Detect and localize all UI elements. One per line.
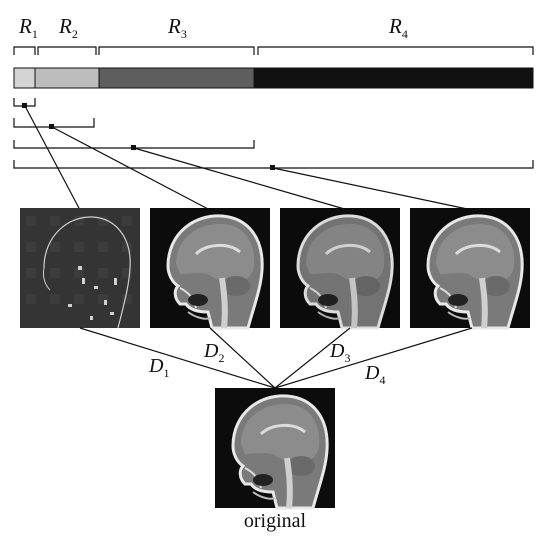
decomposed-images bbox=[20, 208, 530, 328]
distance-label-3: D3 bbox=[329, 340, 350, 365]
original-caption: original bbox=[243, 510, 307, 532]
distance-lines bbox=[79, 327, 473, 389]
distance-label-2: D2 bbox=[203, 340, 224, 365]
distance-label-4: D4 bbox=[364, 362, 385, 387]
cumulative-brackets bbox=[13, 98, 534, 169]
mri-range-3-icon bbox=[280, 208, 400, 328]
mri-range-4-icon bbox=[410, 208, 530, 328]
connector-dot-3 bbox=[131, 145, 136, 150]
original-mri-icon bbox=[215, 388, 335, 508]
distance-label-1: D1 bbox=[148, 355, 169, 380]
bracket-connectors bbox=[22, 103, 473, 211]
distance-labels: D1 D2 D3 D4 bbox=[148, 340, 385, 387]
range-label-4: R4 bbox=[388, 14, 408, 41]
range-labels: R1 R2 R3 R4 bbox=[18, 14, 408, 41]
connector-dot-2 bbox=[49, 124, 54, 129]
bar-segment-3 bbox=[98, 67, 255, 89]
top-range-brackets bbox=[13, 46, 534, 55]
range-label-1: R1 bbox=[18, 14, 38, 41]
connector-dot-1 bbox=[22, 103, 27, 108]
bar-segment-2 bbox=[34, 67, 100, 89]
intensity-range-bar bbox=[13, 67, 534, 89]
mri-range-1-sparse-icon bbox=[20, 208, 140, 329]
bar-segment-4 bbox=[253, 67, 534, 89]
range-label-2: R2 bbox=[58, 14, 78, 41]
range-label-3: R3 bbox=[167, 14, 187, 41]
bar-segment-1 bbox=[13, 67, 36, 89]
connector-dot-4 bbox=[270, 165, 275, 170]
mri-range-2-icon bbox=[150, 208, 270, 328]
